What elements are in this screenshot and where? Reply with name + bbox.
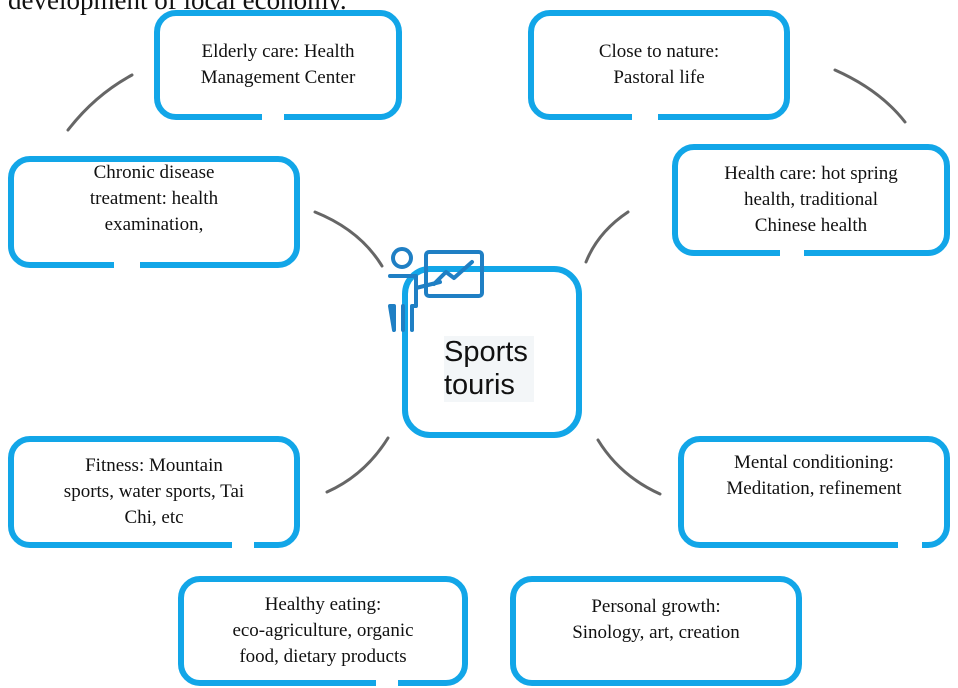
node-healthy-eating: Healthy eating: eco-agriculture, organic… <box>178 576 468 686</box>
node-elderly-care: Elderly care: Health Management Center <box>154 10 402 120</box>
node-fitness: Fitness: Mountain sports, water sports, … <box>8 436 300 548</box>
node-personal-growth: Personal growth: Sinology, art, creation <box>510 576 802 686</box>
connector-nature-health <box>833 68 907 124</box>
node-personal-growth-line-1: Personal growth: <box>591 596 721 617</box>
center-title-line-2: touris <box>444 369 515 401</box>
connector-elderly-chronic <box>66 73 134 132</box>
node-healthy-eating-line-3: food, dietary products <box>239 646 407 667</box>
node-healthy-eating-line-1: Healthy eating: <box>264 594 382 615</box>
center-title: Sports touris <box>444 336 534 402</box>
node-mental-conditioning-line-2: Meditation, refinement <box>726 478 902 499</box>
node-elderly-care-line-1: Elderly care: Health <box>201 41 355 62</box>
node-healthy-eating-line-2: eco-agriculture, organic <box>232 620 414 641</box>
border-gap <box>898 542 922 548</box>
node-chronic-disease-line-2: treatment: health <box>89 188 219 209</box>
node-fitness-line-3: Chi, etc <box>124 507 184 528</box>
border-gap <box>780 250 804 256</box>
node-health-care-line-2: health, traditional <box>743 189 878 210</box>
border-gap <box>376 680 398 686</box>
node-health-care: Health care: hot spring health, traditio… <box>672 144 950 256</box>
connector-mental-center <box>596 438 662 496</box>
node-close-to-nature-line-2: Pastoral life <box>613 67 705 88</box>
node-fitness-line-1: Fitness: Mountain <box>85 455 223 476</box>
node-close-to-nature: Close to nature: Pastoral life <box>528 10 790 120</box>
connector-chronic-center <box>313 210 384 268</box>
connector-fitness-center <box>325 436 390 494</box>
border-gap <box>262 114 284 120</box>
border-gap <box>232 542 254 548</box>
node-personal-growth-line-2: Sinology, art, creation <box>572 622 740 643</box>
node-mental-conditioning-line-1: Mental conditioning: <box>734 452 894 473</box>
border-gap <box>114 262 140 268</box>
node-mental-conditioning: Mental conditioning: Meditation, refinem… <box>678 436 950 548</box>
node-health-care-line-3: Chinese health <box>754 215 868 236</box>
node-elderly-care-line-2: Management Center <box>200 67 356 88</box>
node-health-care-line-1: Health care: hot spring <box>724 163 898 184</box>
node-chronic-disease-line-3: examination, <box>104 214 204 235</box>
border-gap <box>632 114 658 120</box>
node-chronic-disease-line-1: Chronic disease <box>93 162 215 183</box>
node-fitness-line-2: sports, water sports, Tai <box>63 481 245 502</box>
presentation-chart-icon <box>388 247 484 332</box>
center-title-line-1: Sports <box>444 336 528 368</box>
connector-health-center <box>584 210 630 264</box>
node-chronic-disease: Chronic disease treatment: health examin… <box>8 156 300 268</box>
node-close-to-nature-line-1: Close to nature: <box>598 41 720 62</box>
